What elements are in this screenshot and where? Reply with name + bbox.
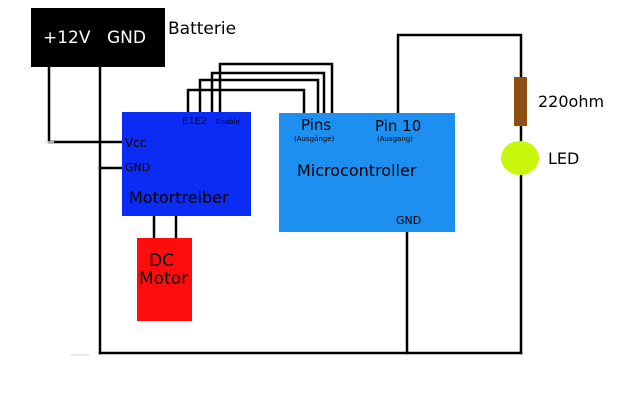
battery-plus-label: +12V (43, 28, 91, 48)
wire-plus12v-vcc (47, 65, 124, 144)
wire-led-branch (396, 33, 523, 115)
wire-enable-3 (210, 71, 326, 115)
dc-motor-block (137, 238, 192, 321)
led (501, 141, 539, 175)
mcu-gnd-label: GND (396, 214, 422, 227)
mcu-title: Microcontroller (297, 161, 417, 180)
battery-gnd-label: GND (107, 28, 146, 48)
motor-label-line2: Motor (139, 269, 189, 289)
motor-driver-block (122, 112, 251, 216)
driver-enable-label: Enable (216, 118, 240, 126)
battery-block (31, 8, 165, 67)
resistor (514, 77, 527, 126)
battery-title: Batterie (168, 19, 237, 39)
driver-vcc-label: Vcc (125, 136, 147, 150)
mcu-pin10-label: Pin 10 (375, 117, 422, 135)
wire-enable-2 (198, 78, 320, 115)
mcu-pins-sub: (Ausgänge) (294, 135, 335, 143)
microcontroller-block (279, 113, 455, 232)
driver-e1e2-label: E1E2 (182, 116, 208, 127)
wire-enable-4 (218, 62, 334, 115)
mcu-pins-label: Pins (301, 116, 332, 134)
wire-enable-1 (186, 88, 306, 115)
led-label: LED (548, 149, 580, 168)
motor-label-line1: DC (149, 251, 174, 271)
mcu-pin10-sub: (Ausgang) (377, 135, 413, 143)
driver-gnd-label: GND (125, 161, 151, 174)
driver-title: Motortreiber (129, 188, 229, 207)
resistor-label: 220ohm (538, 92, 605, 111)
